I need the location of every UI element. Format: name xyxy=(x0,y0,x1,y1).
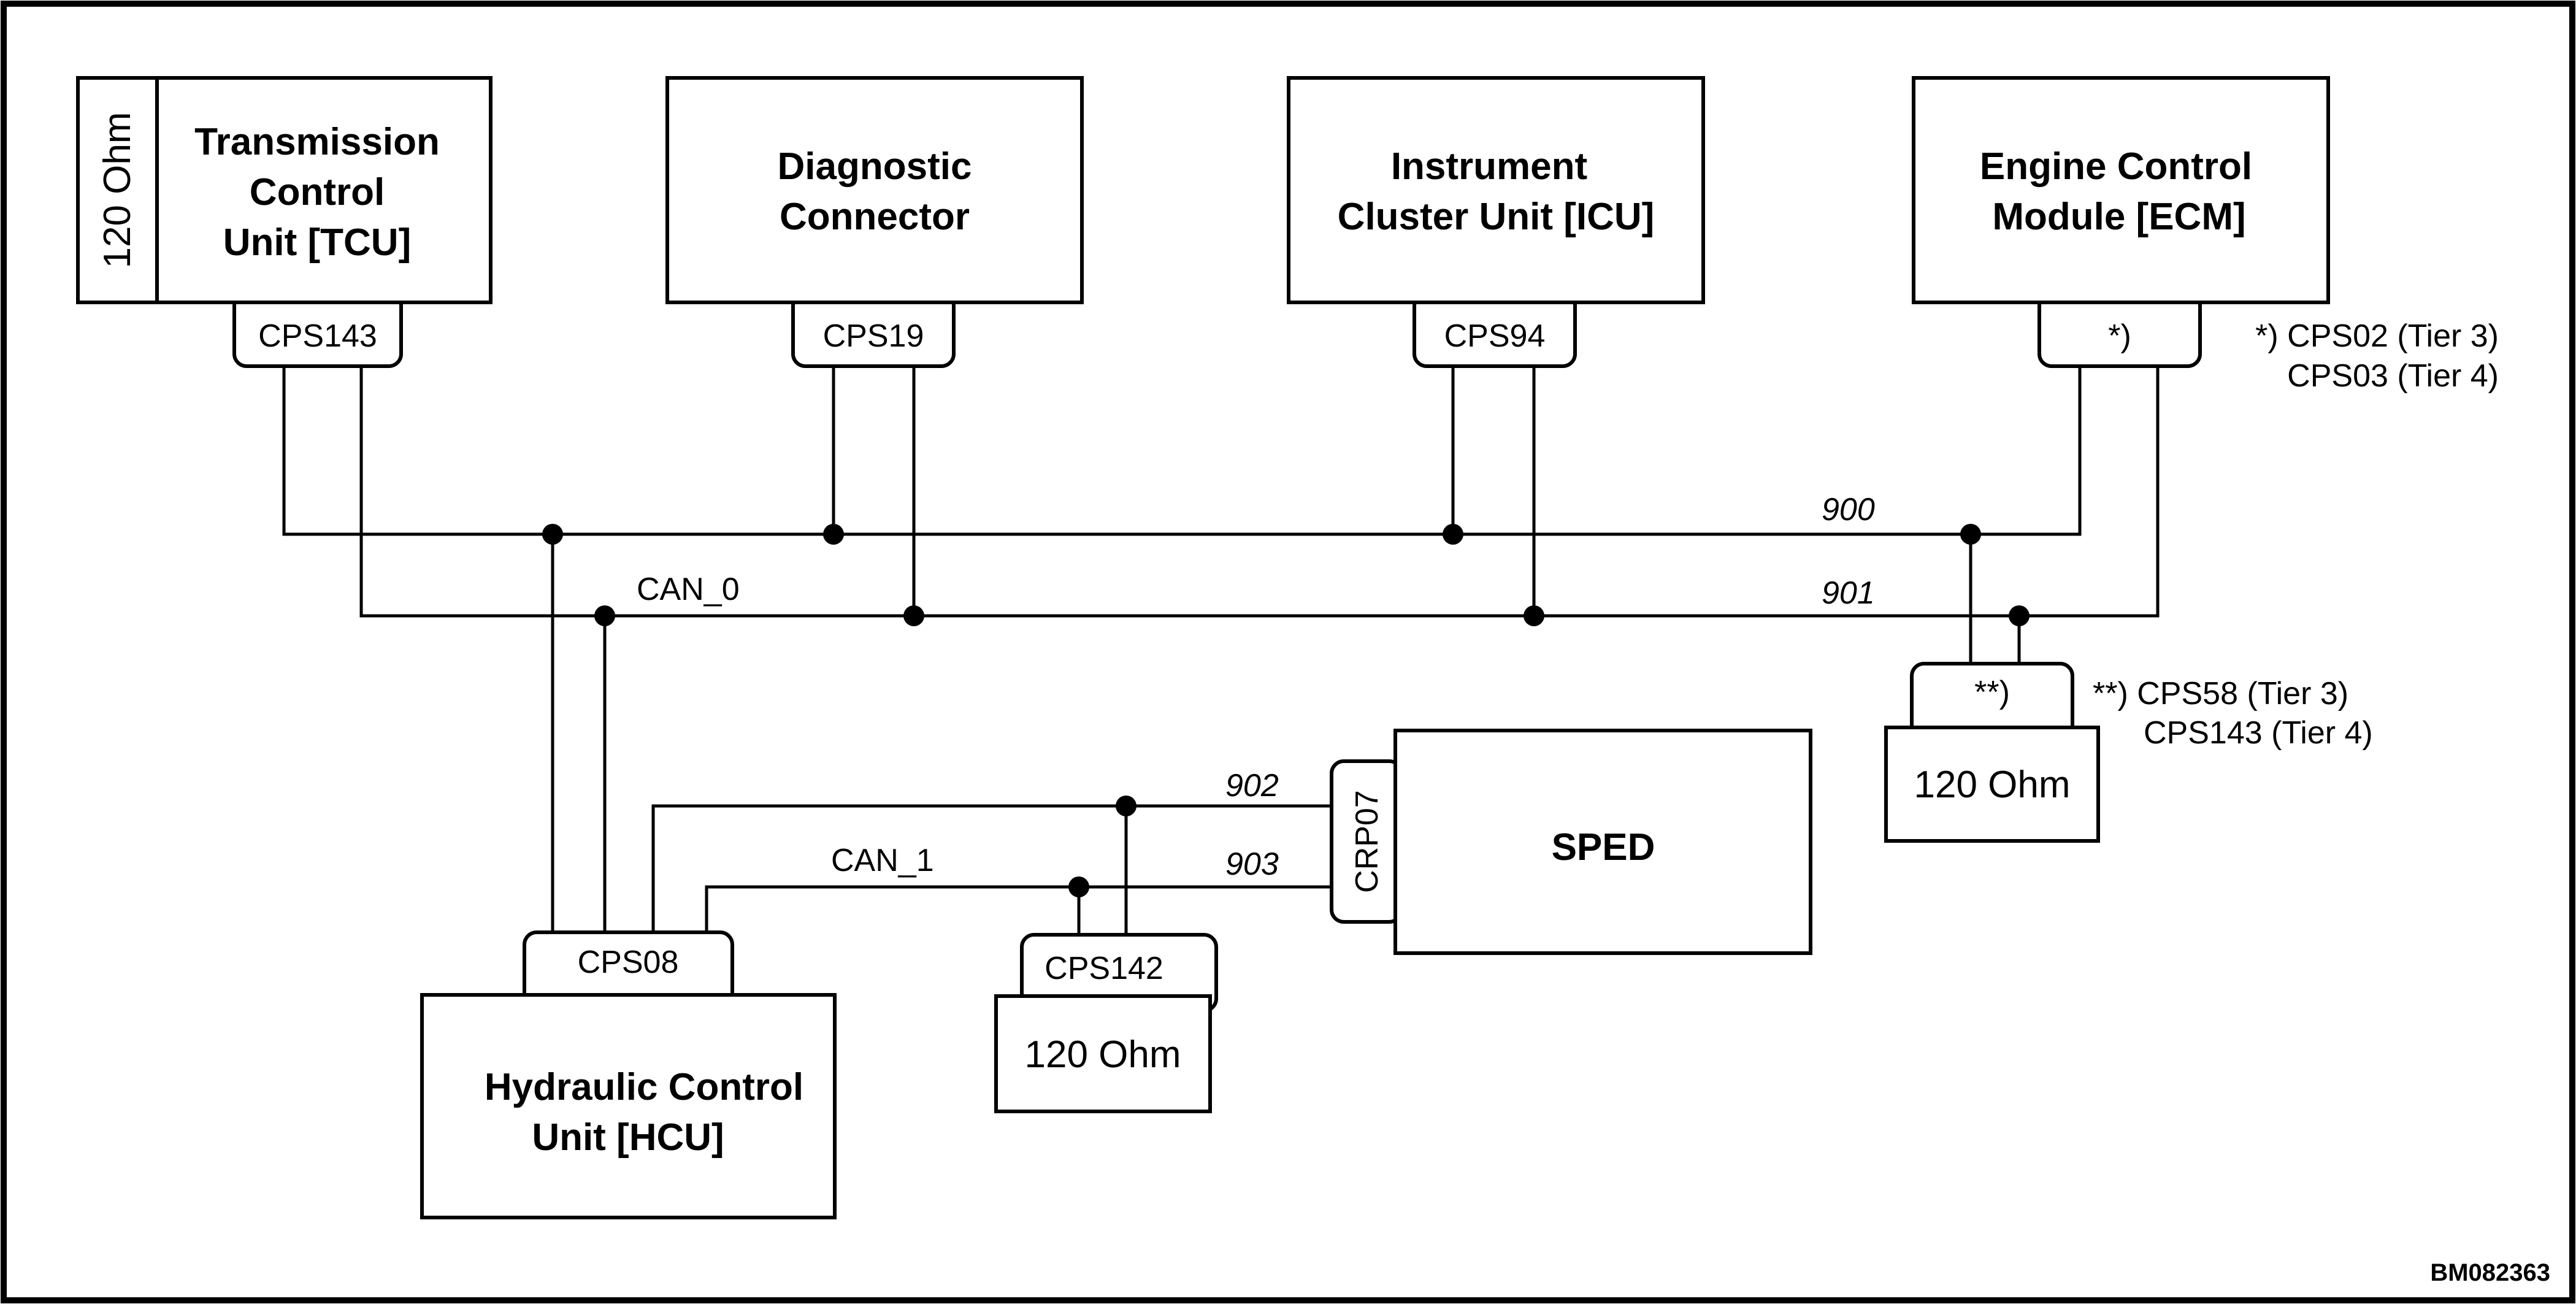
junction-dot xyxy=(2009,605,2030,626)
diag-connector-label: CPS19 xyxy=(823,318,924,354)
ecm-note-line1: *) CPS02 (Tier 3) xyxy=(2255,318,2499,354)
sped-connector-label: CRP07 xyxy=(1349,790,1385,893)
ecm-terminator: **) 120 Ohm xyxy=(1884,662,2100,843)
junction-dot xyxy=(1443,524,1463,545)
junction-dot xyxy=(1524,605,1544,626)
wire-902 xyxy=(651,804,1332,932)
ecm-box xyxy=(1912,76,2330,304)
wire-901-label: 901 xyxy=(1822,575,1875,611)
can0-bus xyxy=(282,366,2160,932)
can1-terminator: CPS142 120 Ohm xyxy=(994,933,1218,1113)
diag-box xyxy=(665,76,1084,304)
terminator-box xyxy=(1884,726,2100,843)
icu-module: CPS94 Instrument Cluster Unit [ICU] xyxy=(1287,76,1705,368)
terminator-label: 120 Ohm xyxy=(1914,764,2070,806)
can1-terminator-box xyxy=(994,994,1212,1113)
junctions xyxy=(542,524,2030,897)
junction-dot xyxy=(1116,796,1137,816)
wire-901 xyxy=(359,366,2160,618)
hcu-box xyxy=(420,993,837,1219)
junction-dot xyxy=(823,524,844,545)
ecm-module: *) Engine Control Module [ECM] xyxy=(1912,76,2330,368)
junction-dot xyxy=(903,605,924,626)
can1-label: CAN_1 xyxy=(831,843,934,878)
hcu-title-1: Hydraulic Control xyxy=(485,1066,803,1108)
tcu-module: CPS143 120 Ohm Transmission Control Unit… xyxy=(76,76,493,368)
wire-903 xyxy=(705,885,1332,932)
tcu-title-2: Control xyxy=(250,171,385,213)
hcu-title-2: Unit [HCU] xyxy=(532,1116,724,1159)
can1-terminator-connector-label: CPS142 xyxy=(1045,951,1163,986)
sped-box xyxy=(1393,729,1812,955)
terminator-connector-label: **) xyxy=(1974,675,2010,710)
junction-dot xyxy=(594,605,615,626)
junction-dot xyxy=(542,524,563,545)
ecm-title-1: Engine Control xyxy=(1980,145,2252,188)
hcu-module: CPS08 Hydraulic Control Unit [HCU] xyxy=(420,930,837,1219)
sped-module: CRP07 SPED xyxy=(1330,729,1812,955)
terminator-note-line2: CPS143 (Tier 4) xyxy=(2144,715,2373,751)
tcu-title-3: Unit [TCU] xyxy=(223,221,411,264)
icu-connector-label: CPS94 xyxy=(1444,318,1546,354)
wire-900-label: 900 xyxy=(1822,492,1875,527)
diag-title-1: Diagnostic xyxy=(778,145,972,188)
icu-title-2: Cluster Unit [ICU] xyxy=(1338,196,1655,238)
ecm-note-line2: CPS03 (Tier 4) xyxy=(2287,358,2499,394)
wire-903-label: 903 xyxy=(1225,846,1279,882)
icu-title-1: Instrument xyxy=(1391,145,1587,188)
terminator-note-line1: **) CPS58 (Tier 3) xyxy=(2093,676,2348,711)
document-id: BM082363 xyxy=(2430,1259,2550,1286)
wire-902-label: 902 xyxy=(1225,768,1279,803)
can1-terminator-label: 120 Ohm xyxy=(1024,1034,1181,1076)
tcu-title-1: Transmission xyxy=(194,121,440,163)
junction-dot xyxy=(1960,524,1981,545)
ecm-title-2: Module [ECM] xyxy=(1992,196,2245,238)
junction-dot xyxy=(1068,876,1089,897)
hcu-connector-label: CPS08 xyxy=(578,945,679,980)
tcu-connector-label: CPS143 xyxy=(258,318,377,354)
tcu-resistor-label: 120 Ohm xyxy=(96,112,139,268)
tcu-box xyxy=(76,76,493,304)
wire-900 xyxy=(282,366,2082,536)
sped-title: SPED xyxy=(1552,826,1655,869)
can0-label: CAN_0 xyxy=(637,572,740,607)
diag-title-2: Connector xyxy=(780,196,970,238)
icu-box xyxy=(1287,76,1705,304)
diagnostic-connector-module: CPS19 Diagnostic Connector xyxy=(665,76,1084,368)
ecm-connector-label: *) xyxy=(2108,318,2131,354)
